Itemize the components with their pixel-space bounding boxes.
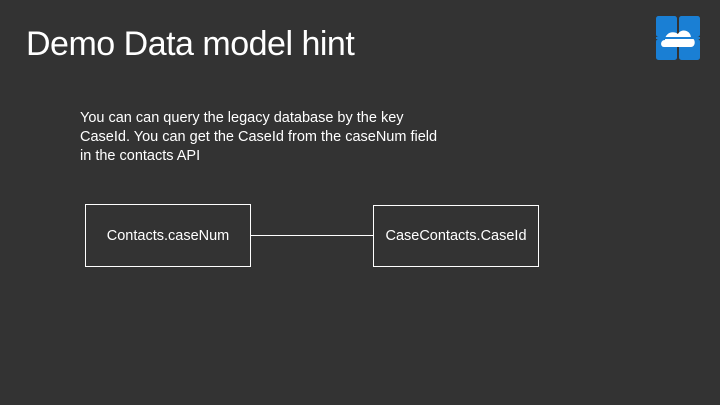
casecontacts-caseid-label: CaseContacts.CaseId xyxy=(385,228,527,244)
hint-line: in the contacts API xyxy=(80,148,201,164)
relationship-line xyxy=(251,235,373,236)
cloud-logo-icon xyxy=(656,16,700,60)
hint-text: You can can query the legacy database by… xyxy=(80,109,490,166)
casecontacts-caseid-box: CaseContacts.CaseId xyxy=(373,205,539,267)
contacts-casenum-label: Contacts.caseNum xyxy=(106,227,230,244)
hint-line: CaseId. You can get the CaseId from the … xyxy=(80,129,438,145)
slide-title: Demo Data model hint xyxy=(26,25,355,63)
contacts-casenum-box: Contacts.caseNum xyxy=(85,204,251,267)
hint-line: You can can query the legacy database by… xyxy=(80,110,404,126)
